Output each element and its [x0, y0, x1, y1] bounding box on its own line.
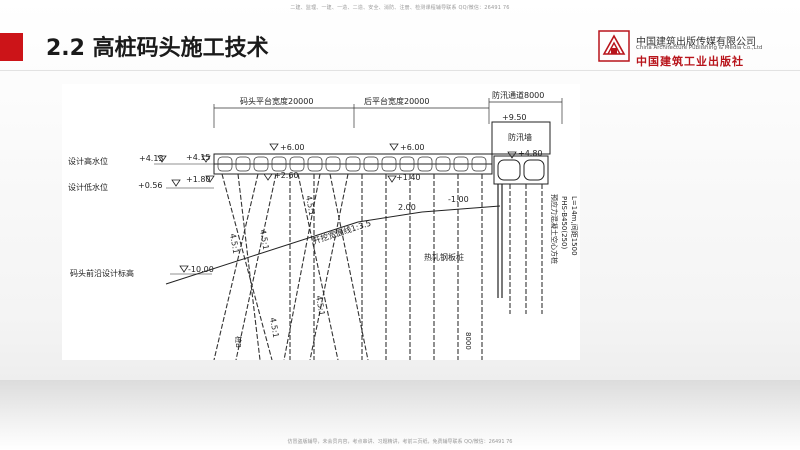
- elev-1000: -10.00: [188, 265, 214, 274]
- label-pile-spec-3: L=14m,间距1500: [570, 196, 578, 256]
- top-note: 二建、监理、一建、一造、二造、安全、消防、注册、检测课程辅导联系 QQ/微信：2…: [290, 5, 510, 11]
- label-pile-spec-2: PHS-B450(250): [560, 196, 568, 249]
- publisher-name-calligraphy: 中国建筑工业出版社: [636, 55, 744, 68]
- label-front-design-bottom: 码头前沿设计标高: [70, 268, 134, 278]
- page-title: 2.2 高桩码头施工技术: [46, 36, 269, 61]
- elev-413: +4.13: [139, 154, 164, 163]
- label-excavation-line: 开挖宽面线1:3.5: [312, 218, 373, 246]
- rear-square-piles: [509, 184, 543, 314]
- elev-600-right: +6.00: [400, 143, 425, 152]
- slope-label-1: 4.5:1: [228, 233, 240, 255]
- elev-600-left: +6.00: [280, 143, 305, 152]
- floor-reflection: [0, 380, 800, 450]
- slope-label-2: 4.5:1: [258, 229, 270, 251]
- publisher-name-cn: 中国建筑出版传媒有限公司: [636, 37, 756, 48]
- elev-140: +1.40: [396, 173, 421, 182]
- bottom-note: 仿冒盗版辅导，未会员内容，考点串讲、习题精讲，考前三页纸，免费辅导联系 QQ/微…: [287, 439, 513, 445]
- wharf-section-drawing: 码头平台宽度20000 后平台宽度20000 防汛通道8000 防汛墙 +9.5…: [62, 84, 580, 360]
- dim-rear-width: 后平台宽度20000: [364, 96, 429, 106]
- excavation-slope-line: [165, 205, 501, 285]
- flood-wall: [491, 121, 551, 185]
- title-accent-bar: [0, 33, 23, 61]
- label-bottom-dim: 8000: [464, 332, 472, 350]
- elev-200: 2.00: [398, 203, 416, 212]
- dim-flood-channel: 防汛通道8000: [492, 90, 544, 100]
- dimension-lines: [213, 98, 563, 128]
- elev-415: +4.15: [186, 153, 211, 162]
- batter-piles: [213, 173, 369, 360]
- label-sheet-pile: 热轧钢板桩: [424, 252, 464, 262]
- dim-wharf-width: 码头平台宽度20000: [240, 96, 313, 106]
- header-divider: [0, 70, 800, 71]
- label-design-low-water: 设计低水位: [68, 182, 108, 192]
- label-design-high-water: 设计高水位: [68, 156, 108, 166]
- slope-label-5: 4.5:1: [268, 317, 280, 339]
- slope-label-3: 4.5:1: [304, 195, 316, 217]
- publisher-name-en: China Architecture Publishing & Media Co…: [636, 45, 763, 51]
- slope-label-4: 4.5:1: [314, 295, 326, 317]
- elev-480: +4.80: [518, 149, 543, 158]
- deck-hollow-cores: [217, 156, 487, 172]
- elev-950: +9.50: [502, 113, 527, 122]
- publisher-logo-icon: [598, 30, 630, 62]
- label-left-pile: 桩B: [234, 336, 243, 348]
- label-flood-wall: 防汛墙: [508, 132, 532, 142]
- label-pile-spec-1: 预应力混凝土空心方桩: [550, 194, 559, 264]
- wharf-section-svg: 码头平台宽度20000 后平台宽度20000 防汛通道8000 防汛墙 +9.5…: [68, 90, 578, 360]
- elev-056: +0.56: [138, 181, 163, 190]
- elev-m100: -1.00: [448, 195, 469, 204]
- elev-260: +2.60: [274, 171, 299, 180]
- water-level-symbols: [157, 143, 517, 273]
- elev-180: +1.80: [186, 175, 211, 184]
- sheet-pile: [497, 184, 503, 298]
